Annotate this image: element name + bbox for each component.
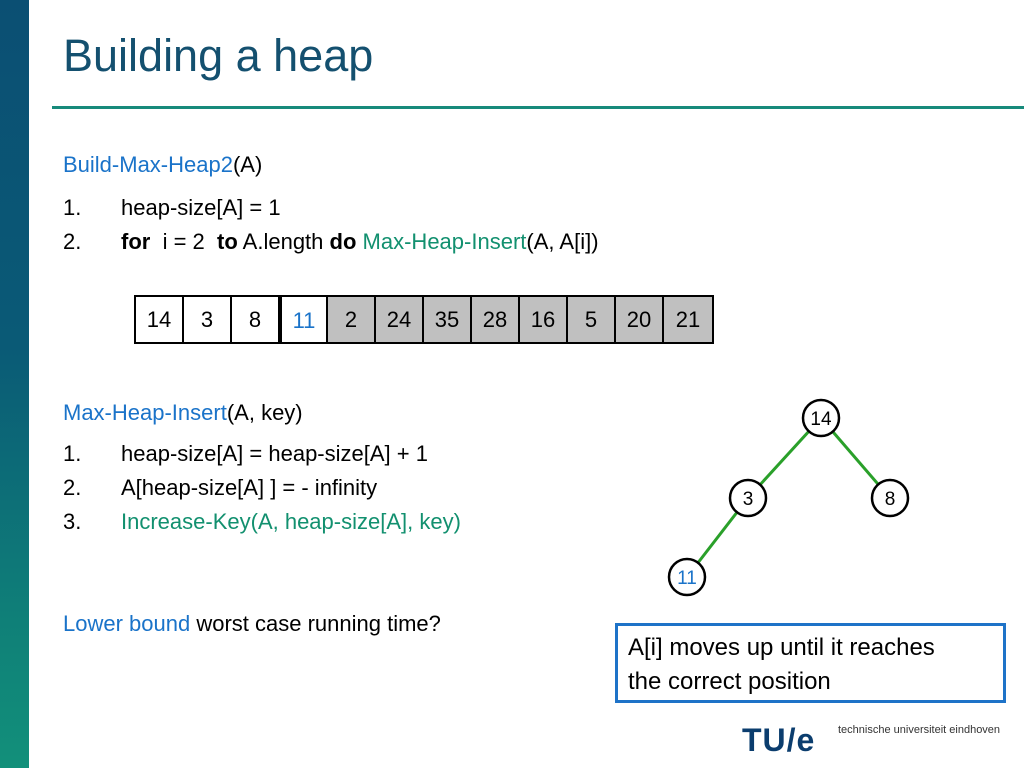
university-name: technische universiteit eindhoven xyxy=(838,724,1001,736)
loop-limit: A.length xyxy=(242,229,324,254)
array-cell: 21 xyxy=(664,297,712,342)
explanation-callout: A[i] moves up until it reaches the corre… xyxy=(615,623,1006,703)
array-cell: 20 xyxy=(616,297,664,342)
step-text: Increase-Key(A, heap-size[A], key) xyxy=(121,509,461,534)
insert-args: (A, key) xyxy=(226,400,303,425)
array-cell: 28 xyxy=(472,297,520,342)
array-cell: 35 xyxy=(424,297,472,342)
slide-sidebar xyxy=(0,0,29,768)
tue-logo: TU/e xyxy=(742,722,816,758)
title-divider xyxy=(52,106,1024,109)
svg-text:8: 8 xyxy=(885,489,896,510)
step-2-body: for i = 2 to A.length do Max-Heap-Insert… xyxy=(121,229,599,255)
array-cell: 16 xyxy=(520,297,568,342)
build-heap-header: Build-Max-Heap2(A) xyxy=(63,152,262,178)
build-heap-name: Build-Max-Heap2 xyxy=(63,152,233,177)
step-number: 2. xyxy=(63,475,82,500)
svg-text:11: 11 xyxy=(677,568,697,589)
svg-text:14: 14 xyxy=(810,409,832,430)
insert-step-1: 1. heap-size[A] = heap-size[A] + 1 xyxy=(63,441,428,467)
array-A: 14 3 8 11 2 24 35 28 16 5 20 21 xyxy=(134,295,714,344)
question-highlight: Lower bound xyxy=(63,611,191,636)
callout-line-2: the correct position xyxy=(628,668,831,695)
step-text: A[heap-size[A] ] = - infinity xyxy=(121,475,378,500)
array-cell: 2 xyxy=(328,297,376,342)
loop-var: i = 2 xyxy=(162,229,205,254)
tree-node-right: 8 xyxy=(870,478,910,518)
array-cell: 8 xyxy=(232,297,280,342)
callout-line-1: A[i] moves up until it reaches xyxy=(628,634,935,661)
keyword-to: to xyxy=(217,229,238,254)
step-text: heap-size[A] = heap-size[A] + 1 xyxy=(121,441,428,466)
step-number: 3. xyxy=(63,509,82,534)
build-heap-args: (A) xyxy=(232,152,263,177)
array-cell: 14 xyxy=(136,297,184,342)
insert-call-args: (A, A[i]) xyxy=(526,229,599,254)
build-heap-step-2: 2. for i = 2 to A.length do Max-Heap-Ins… xyxy=(63,229,599,255)
insert-step-2: 2. A[heap-size[A] ] = - infinity xyxy=(63,475,377,501)
insert-call: Max-Heap-Insert xyxy=(362,229,527,254)
keyword-for: for xyxy=(121,229,151,254)
insert-step-3: 3. Increase-Key(A, heap-size[A], key) xyxy=(63,509,461,535)
heap-tree: 14 3 8 11 xyxy=(667,398,910,597)
insert-header: Max-Heap-Insert(A, key) xyxy=(63,400,303,426)
build-heap-step-1: 1. heap-size[A] = 1 xyxy=(63,195,281,221)
step-number: 1. xyxy=(63,441,82,466)
tree-node-left-left: 11 xyxy=(667,557,707,597)
keyword-do: do xyxy=(329,229,357,254)
array-cell: 5 xyxy=(568,297,616,342)
tree-node-root: 14 xyxy=(801,398,841,438)
question-text: worst case running time? xyxy=(190,611,441,636)
svg-text:3: 3 xyxy=(743,489,754,510)
array-cell: 3 xyxy=(184,297,232,342)
tree-node-left: 3 xyxy=(728,478,768,518)
array-cell-current: 11 xyxy=(280,295,328,344)
step-text: heap-size[A] = 1 xyxy=(121,195,281,220)
lower-bound-question: Lower bound worst case running time? xyxy=(63,611,441,637)
step-number: 2. xyxy=(63,229,82,254)
slide-title: Building a heap xyxy=(63,30,374,81)
insert-name: Max-Heap-Insert xyxy=(63,400,227,425)
array-cell: 24 xyxy=(376,297,424,342)
step-number: 1. xyxy=(63,195,82,220)
